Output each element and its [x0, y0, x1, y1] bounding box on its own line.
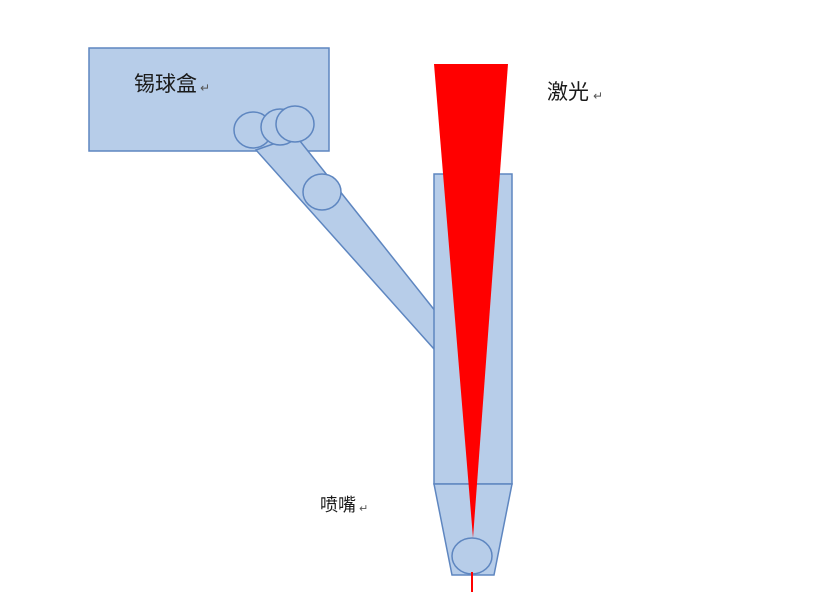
return-mark-icon: ↵ [593, 89, 603, 103]
solder-ball-in-chute [302, 173, 342, 211]
laser-beam [434, 64, 508, 538]
feed-chute [254, 135, 437, 351]
label-laser: 激光 [547, 80, 589, 104]
solder-ball-at-nozzle [451, 537, 493, 575]
solder-ball [275, 105, 315, 143]
return-mark-icon: ↵ [359, 502, 368, 515]
return-mark-icon: ↵ [200, 81, 210, 95]
label-nozzle: 喷嘴 [320, 495, 356, 516]
label-solder-ball-box: 锡球盒 [134, 72, 197, 96]
